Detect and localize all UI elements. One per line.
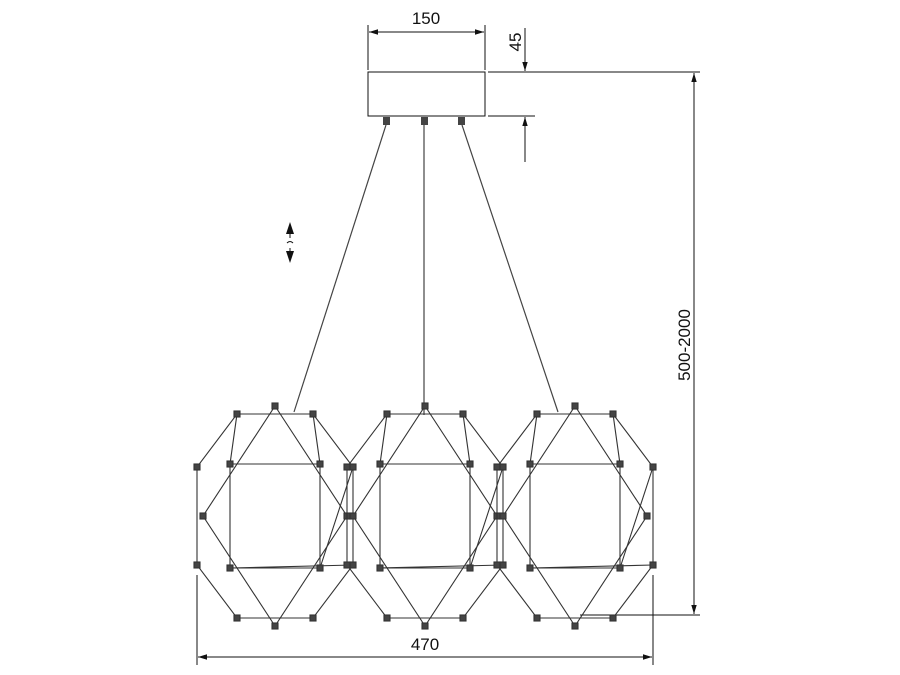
led-node [421, 402, 429, 410]
led-node [499, 463, 507, 471]
suspension-height-label: 500-2000 [675, 309, 694, 381]
led-node [466, 460, 474, 468]
led-node [533, 614, 541, 622]
led-node [376, 564, 384, 572]
led-node [309, 614, 317, 622]
led-node [199, 512, 207, 520]
led-node [383, 614, 391, 622]
led-node [383, 410, 391, 418]
led-node [609, 614, 617, 622]
led-node [349, 463, 357, 471]
led-node [499, 512, 507, 520]
lamp-body [193, 402, 657, 630]
led-node [421, 622, 429, 630]
led-node [376, 460, 384, 468]
ceiling-canopy [367, 71, 486, 125]
led-node [616, 460, 624, 468]
led-node [309, 410, 317, 418]
led-node [343, 463, 351, 471]
led-node [499, 561, 507, 569]
led-node [343, 561, 351, 569]
left-cage [193, 402, 357, 630]
led-node [193, 463, 201, 471]
led-node [226, 564, 234, 572]
canopy-width-label: 150 [412, 9, 440, 28]
center-cage [343, 402, 507, 630]
led-node [459, 410, 467, 418]
led-node [571, 402, 579, 410]
led-node [493, 561, 501, 569]
led-node [616, 564, 624, 572]
led-node [526, 564, 534, 572]
overall-width-dimension: 470 [196, 575, 654, 665]
canopy-height-label: 45 [506, 33, 525, 52]
overall-width-label: 470 [411, 635, 439, 654]
led-node [226, 460, 234, 468]
led-node [649, 561, 657, 569]
led-node [316, 564, 324, 572]
led-node [609, 410, 617, 418]
right-cage [493, 402, 657, 630]
suspension-height-dimension: 500-2000 [580, 73, 700, 616]
led-node [533, 410, 541, 418]
led-node [233, 614, 241, 622]
led-node [649, 463, 657, 471]
led-node [193, 561, 201, 569]
canopy-height-dimension: 45 [488, 28, 700, 162]
led-node [271, 402, 279, 410]
led-node [349, 512, 357, 520]
led-node [459, 614, 467, 622]
led-node [233, 410, 241, 418]
led-node [526, 460, 534, 468]
led-node [316, 460, 324, 468]
led-node [349, 561, 357, 569]
suspension-cables [293, 124, 559, 415]
led-node [466, 564, 474, 572]
led-node [643, 512, 651, 520]
led-node [571, 622, 579, 630]
height-adjust-icon [286, 222, 294, 263]
canopy-width-dimension: 150 [367, 9, 486, 70]
led-node [271, 622, 279, 630]
led-node [493, 463, 501, 471]
